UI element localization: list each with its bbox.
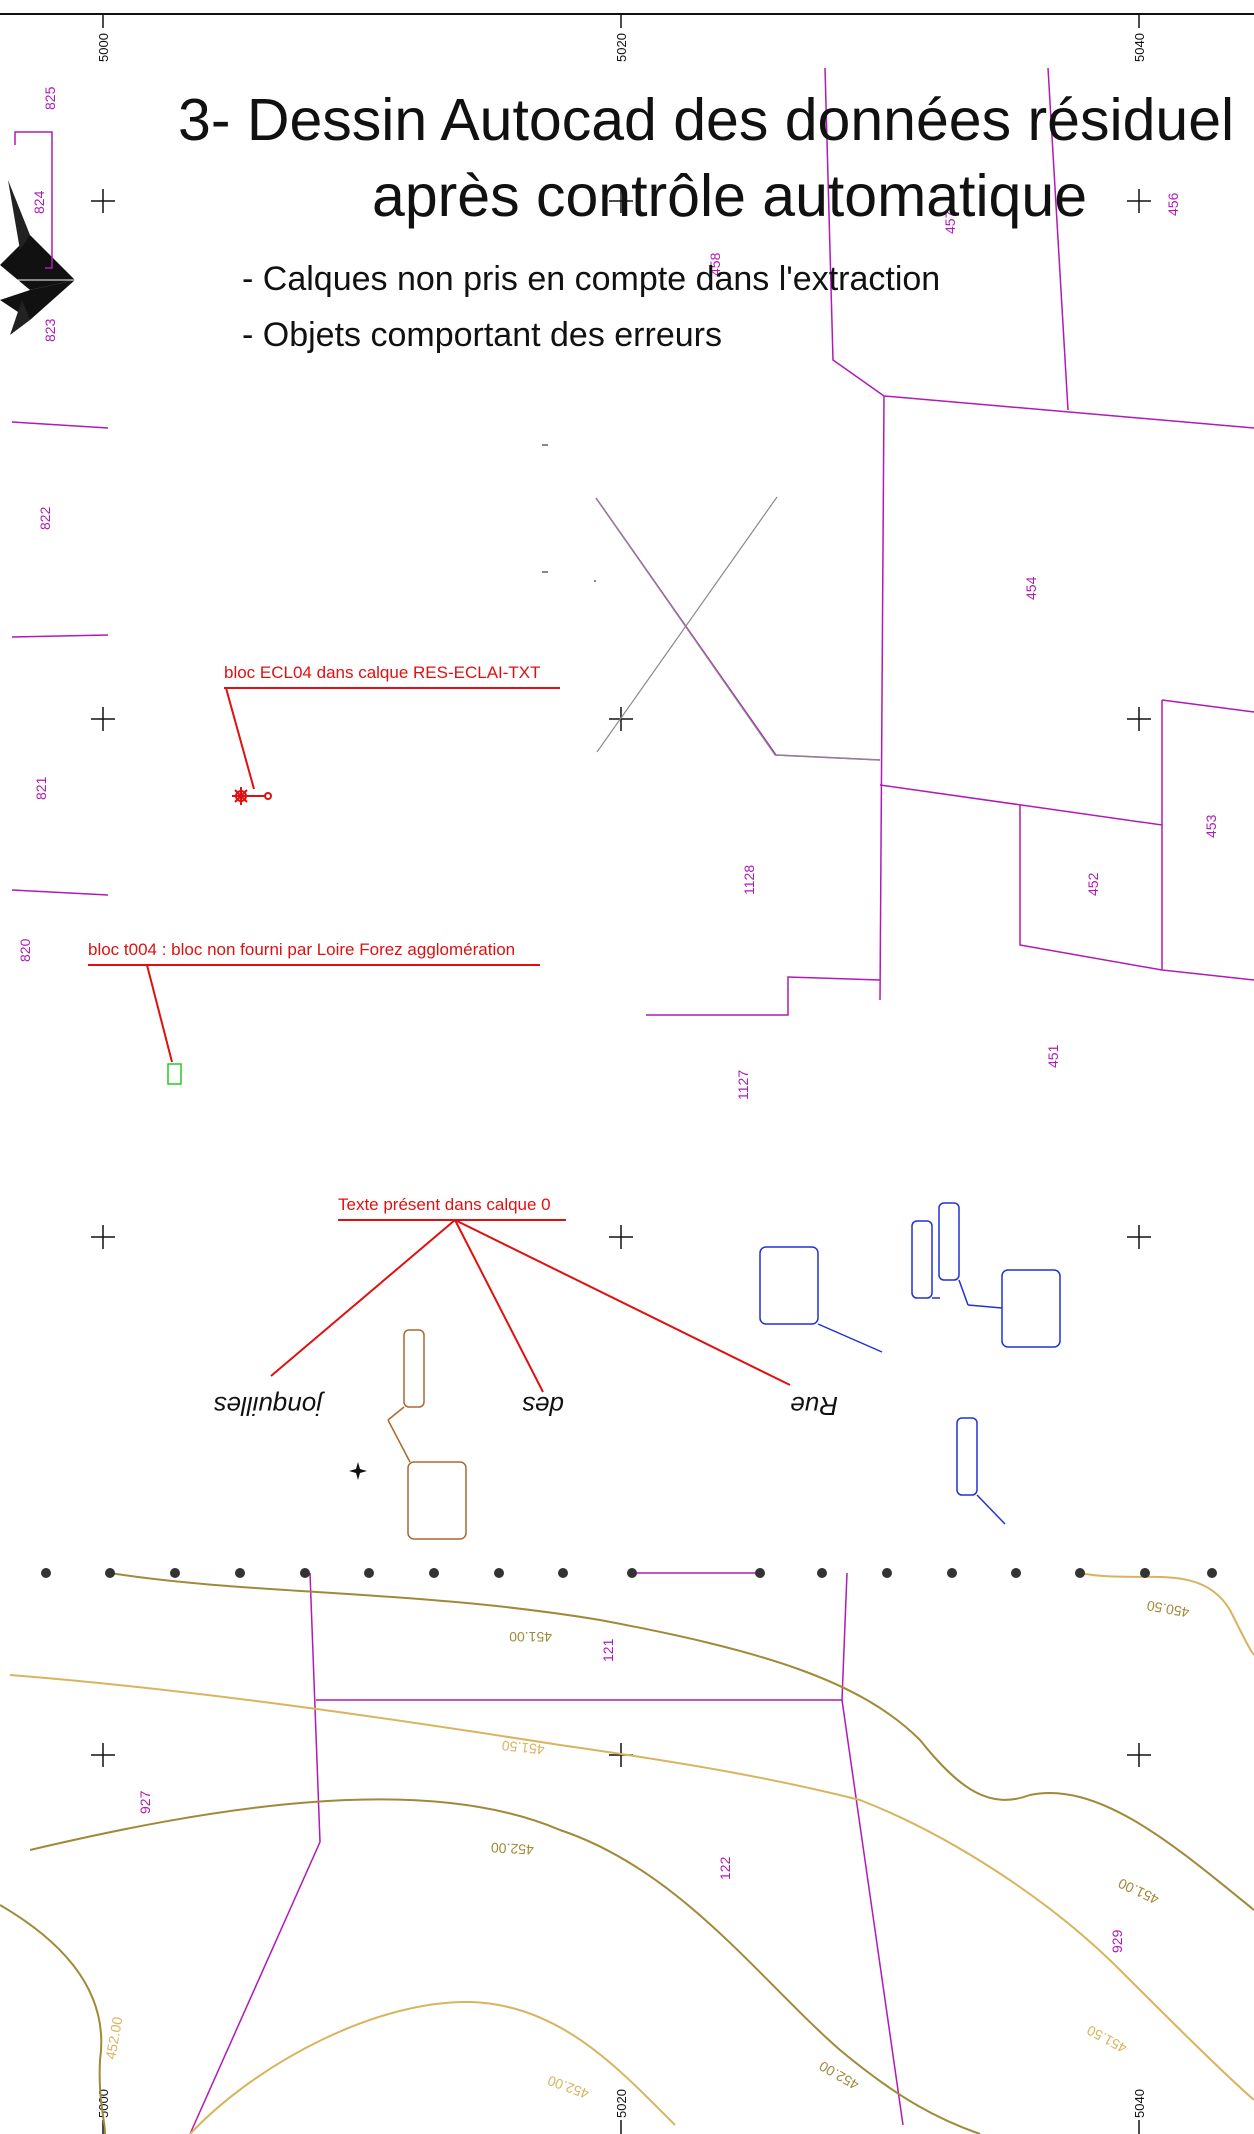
parcel-number: 821 — [33, 776, 49, 800]
parcel-number: 458 — [707, 252, 723, 276]
annotation-calque0: Texte présent dans calque 0 — [338, 1195, 551, 1214]
parcel-number: 822 — [37, 506, 53, 530]
parcel-number: 825 — [42, 86, 58, 110]
contour-label: 451.00 — [509, 1629, 552, 1645]
grid-label-top-5040: 5040 — [1132, 33, 1147, 62]
grid-label-top-5020: 5020 — [614, 33, 629, 62]
parcel-number: 929 — [1109, 1929, 1125, 1953]
north-arrow-icon — [0, 180, 75, 335]
slide-title-line-1: 3- Dessin Autocad des données résiduel — [178, 87, 1235, 153]
t004-block-icon — [167, 1063, 182, 1085]
lamp-block-icon — [232, 787, 272, 805]
parcel-number: 456 — [1165, 192, 1181, 216]
contour-value-labels: 451.00 451.50 452.00 451.00 451.50 452.0… — [490, 1598, 1190, 2103]
mirrored-word-des: des — [522, 1391, 564, 1421]
mirrored-word-rue: Rue — [790, 1391, 838, 1421]
brown-buildings — [387, 1329, 467, 1540]
parcel-number: 452 — [1085, 872, 1101, 896]
parcel-number: 1127 — [735, 1070, 751, 1100]
contour-label: 452.00 — [490, 1840, 534, 1858]
grey-cross-lines — [595, 496, 881, 761]
parcel-number: 927 — [137, 1790, 153, 1814]
parcel-number: 122 — [717, 1856, 733, 1880]
grid-label-bottom-5000: 5000 — [96, 2089, 111, 2118]
contour-label: 451.50 — [1084, 2022, 1130, 2056]
small-marks — [542, 444, 596, 582]
grid-label-bottom-5020: 5020 — [614, 2089, 629, 2118]
mirrored-word-jonquilles: jonquilles — [214, 1391, 325, 1421]
grid-ticks-top — [102, 14, 1140, 28]
parcel-number: 454 — [1023, 576, 1039, 600]
slide-title-line-2: après contrôle automatique — [372, 163, 1088, 229]
contour-label: 452.00 — [545, 2072, 591, 2102]
grid-ticks-bottom — [102, 2120, 1140, 2134]
star-marker-icon — [349, 1462, 367, 1480]
parcel-number: 1128 — [741, 865, 757, 895]
parcel-number: 824 — [31, 190, 47, 214]
grid-label-bottom-5040: 5040 — [1132, 2089, 1147, 2118]
annotation-ecl04: bloc ECL04 dans calque RES-ECLAI-TXT — [224, 663, 541, 682]
contour-label: 451.00 — [1116, 1875, 1162, 1908]
bullet-objets: - Objets comportant des erreurs — [242, 316, 722, 354]
contour-label: 451.50 — [501, 1738, 545, 1758]
blue-buildings — [759, 1202, 1061, 1525]
parcel-number: 121 — [600, 1638, 616, 1662]
annotation-t004: bloc t004 : bloc non fourni par Loire Fo… — [88, 940, 515, 959]
parcel-number-labels: 825 824 823 822 821 820 458 457 456 454 … — [17, 86, 1219, 1953]
contour-label-vertical: 452.00 — [102, 2015, 125, 2060]
parcel-number: 823 — [42, 318, 58, 342]
parcel-lines — [11, 67, 1254, 2134]
contour-lines — [0, 1572, 1254, 2134]
parcel-number: 451 — [1045, 1044, 1061, 1068]
grid-label-top-5000: 5000 — [96, 33, 111, 62]
dots-row — [41, 1568, 1217, 1578]
bullet-calques: - Calques non pris en compte dans l'extr… — [242, 260, 941, 298]
annotation-leaders — [88, 687, 791, 1393]
contour-label: 450.50 — [1145, 1598, 1190, 1621]
parcel-number: 453 — [1203, 814, 1219, 838]
parcel-number: 820 — [17, 938, 33, 962]
parcel-number: 457 — [942, 210, 958, 234]
grid-crosses — [91, 189, 1151, 1767]
